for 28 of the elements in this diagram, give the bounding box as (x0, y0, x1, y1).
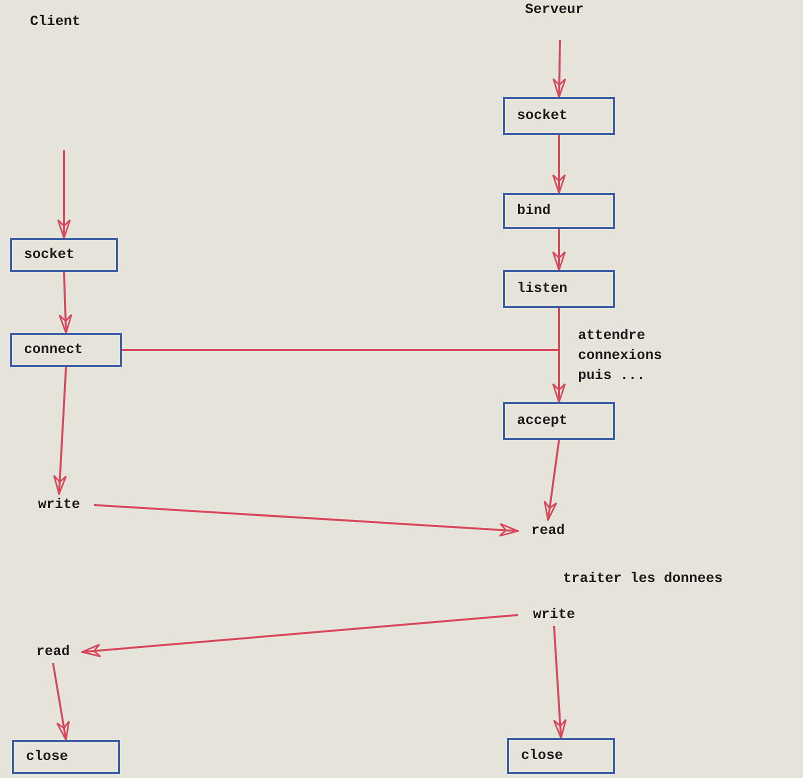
arrow (52, 662, 70, 741)
function-box: close (507, 738, 615, 774)
arrow (57, 150, 71, 239)
function-box: connect (10, 333, 122, 367)
arrow (94, 504, 519, 537)
function-label: write (24, 494, 94, 516)
arrow (544, 440, 560, 521)
note-text: attendre connexions puis ... (578, 327, 664, 386)
function-box: listen (503, 270, 615, 308)
function-label: read (24, 641, 82, 663)
arrow (58, 272, 72, 334)
function-box: socket (503, 97, 615, 135)
arrow (81, 614, 518, 658)
function-label: write (518, 604, 590, 626)
arrow (552, 308, 566, 403)
function-box: accept (503, 402, 615, 440)
arrow (552, 135, 566, 194)
function-box: bind (503, 193, 615, 229)
arrow (552, 40, 566, 98)
function-box: close (12, 740, 120, 774)
function-box: socket (10, 238, 118, 272)
note-text: traiter les donnees (563, 570, 724, 589)
arrow (553, 626, 567, 739)
arrow (552, 229, 566, 271)
column-heading: Serveur (525, 1, 585, 20)
column-heading: Client (30, 13, 82, 32)
arrow (53, 366, 67, 495)
function-label: read (518, 520, 578, 542)
